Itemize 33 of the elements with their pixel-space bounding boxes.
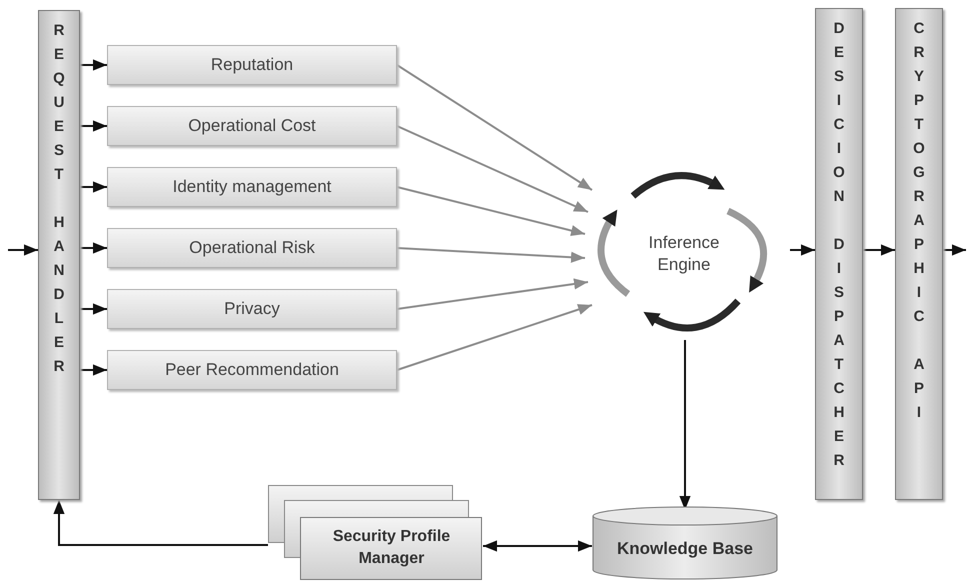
factor-box: Reputation — [107, 45, 397, 85]
factor-box: Privacy — [107, 289, 397, 329]
vertical-label: CRYPTOGRAPHIC API — [913, 19, 925, 423]
arrow — [790, 244, 815, 256]
vertical-bar — [895, 8, 943, 500]
database-label: Knowledge Base — [616, 538, 754, 560]
factor-box: Peer Recommendation — [107, 350, 397, 390]
arrow — [396, 186, 586, 236]
arrow — [943, 244, 966, 256]
factor-box: Operational Cost — [107, 106, 397, 146]
manager-label: Security Profile Manager — [332, 527, 452, 569]
arrow — [483, 540, 592, 552]
arrow — [80, 181, 107, 193]
vertical-bar — [815, 8, 863, 500]
factor-box: Operational Risk — [107, 228, 397, 268]
arrow — [396, 247, 586, 263]
vertical-bar — [38, 10, 80, 500]
factor-box: Identity management — [107, 167, 397, 207]
engine-label: Inference Engine — [648, 232, 720, 276]
arrow — [80, 59, 107, 71]
arrow — [80, 242, 107, 254]
arrow — [8, 244, 38, 256]
arrow — [53, 500, 268, 546]
vertical-label: REQUEST HANDLER — [53, 21, 65, 377]
arrow — [80, 303, 107, 315]
arrow — [863, 244, 895, 256]
arrow — [396, 125, 588, 213]
arrow — [396, 304, 592, 371]
arrow — [396, 64, 593, 191]
arrow — [80, 364, 107, 376]
arrow — [80, 120, 107, 132]
arrow — [396, 278, 588, 310]
vertical-label: DESICION DISPATCHER — [833, 19, 845, 471]
